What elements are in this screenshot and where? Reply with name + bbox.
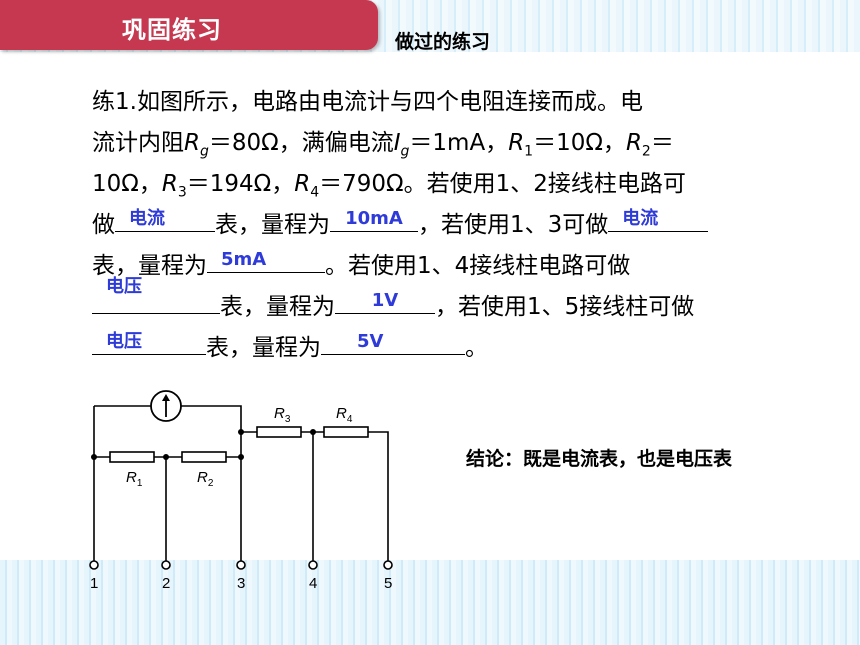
galvanometer-branch-wire bbox=[94, 405, 242, 432]
terminal-5 bbox=[383, 560, 393, 570]
junction-dot bbox=[163, 454, 169, 460]
resistor-r2 bbox=[181, 451, 227, 463]
terminal-label-1: 1 bbox=[90, 575, 98, 592]
problem-text: 练1.如图所示，电路由电流计与四个电阻连接而成。电 流计内阻Rg＝80Ω，满偏电… bbox=[92, 82, 792, 369]
answer-8: 5V bbox=[357, 331, 384, 352]
answer-6: 1V bbox=[371, 290, 399, 311]
junction-dot bbox=[310, 429, 316, 435]
page-title: 巩固练习 bbox=[122, 16, 222, 44]
terminal-4 bbox=[308, 560, 318, 570]
label-r2: R2 bbox=[197, 469, 214, 489]
terminal-label-3: 3 bbox=[237, 575, 245, 592]
problem-line-1: 练1.如图所示，电路由电流计与四个电阻连接而成。电 bbox=[92, 89, 643, 115]
answer-blank-3: 电流 bbox=[608, 205, 709, 232]
answer-blank-1: 电流 bbox=[115, 205, 215, 232]
answer-blank-8: 5V bbox=[321, 328, 465, 355]
answer-5: 电压 bbox=[106, 276, 142, 297]
title-banner: 巩固练习 bbox=[0, 0, 378, 50]
answer-blank-6: 1V bbox=[335, 287, 435, 314]
footer-stripe bbox=[0, 560, 860, 645]
answer-blank-7: 电压 bbox=[92, 328, 206, 355]
galvanometer-icon bbox=[150, 390, 182, 422]
terminal-1 bbox=[89, 560, 99, 570]
answer-blank-5: 电压 bbox=[92, 277, 220, 314]
answer-blank-4: 5mA bbox=[207, 246, 325, 273]
answer-7: 电压 bbox=[106, 331, 142, 352]
terminal-3 bbox=[236, 560, 246, 570]
terminal-label-2: 2 bbox=[162, 575, 170, 592]
wire-r3-r4 bbox=[241, 431, 389, 562]
resistor-r3 bbox=[256, 426, 302, 438]
resistor-r1 bbox=[109, 451, 155, 463]
answer-blank-2: 10mA bbox=[330, 205, 418, 232]
problem-line-2: 流计内阻Rg＝80Ω，满偏电流Ig＝1mA，R1＝10Ω，R2＝ bbox=[92, 130, 674, 160]
problem-line-3: 10Ω，R3＝194Ω，R4＝790Ω。若使用1、2接线柱电路可 bbox=[92, 171, 686, 201]
terminal-label-5: 5 bbox=[384, 575, 392, 592]
conclusion-text: 结论：既是电流表，也是电压表 bbox=[466, 448, 733, 470]
answer-2: 10mA bbox=[345, 208, 403, 229]
terminal-2 bbox=[161, 560, 171, 570]
terminal-label-4: 4 bbox=[309, 575, 317, 592]
junction-dot bbox=[238, 454, 244, 460]
label-r4: R4 bbox=[336, 405, 353, 425]
label-r3: R3 bbox=[274, 405, 291, 425]
answer-3: 电流 bbox=[622, 208, 659, 229]
junction-dot bbox=[91, 454, 97, 460]
resistor-r4 bbox=[323, 426, 369, 438]
answer-4: 5mA bbox=[221, 249, 267, 270]
junction-dot bbox=[238, 429, 244, 435]
page-subtitle: 做过的练习 bbox=[395, 31, 491, 53]
label-r1: R1 bbox=[126, 469, 143, 489]
answer-1: 电流 bbox=[129, 208, 165, 229]
